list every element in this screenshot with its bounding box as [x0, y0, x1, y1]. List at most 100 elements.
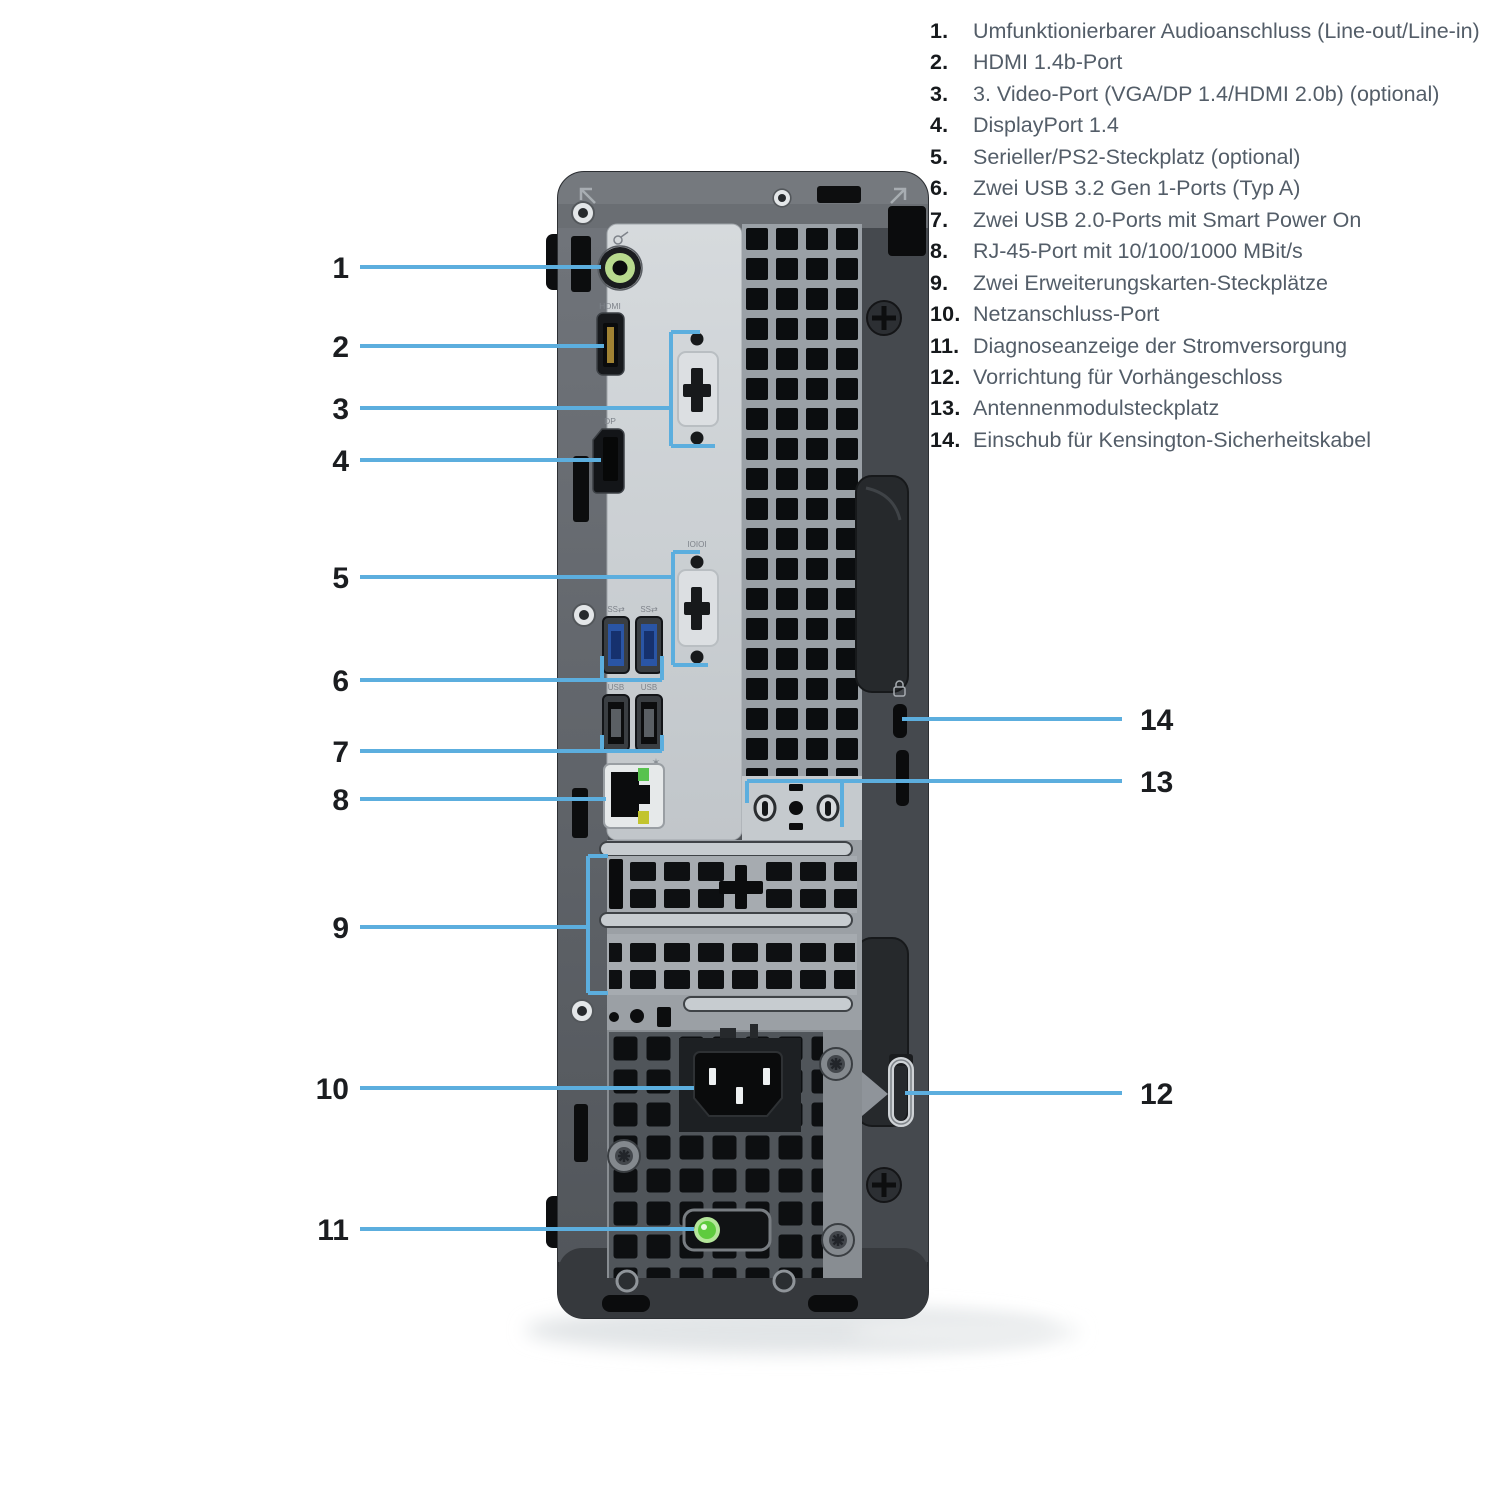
power-inlet [679, 1024, 801, 1132]
screw-hole [690, 431, 704, 445]
legend-row: 5.Serieller/PS2-Steckplatz (optional) [930, 142, 1490, 173]
legend-number: 1. [930, 19, 949, 43]
callout-number-6: 6 [332, 665, 349, 698]
legend-text: 3. Video-Port (VGA/DP 1.4/HDMI 2.0b) (op… [973, 81, 1440, 106]
legend-text: HDMI 1.4b-Port [973, 50, 1123, 75]
right-column-details [855, 206, 926, 1203]
legend-text: Antennenmodulsteckplatz [973, 396, 1220, 421]
callout-number-7: 7 [332, 736, 349, 769]
top-notch [817, 186, 861, 203]
inlet-clip [750, 1024, 758, 1040]
foot [602, 1295, 650, 1312]
callout-line-13 [745, 779, 1122, 827]
usb2-tongue [644, 709, 654, 737]
bottom-details [602, 1269, 858, 1312]
antenna-vent-dash [789, 823, 803, 830]
usb3-tongue [644, 631, 654, 659]
latch-wedge [862, 1072, 888, 1116]
led-dot [698, 1221, 716, 1239]
antenna-module-plate [753, 784, 840, 830]
legend-number: 3. [930, 81, 949, 106]
lock-icon [893, 686, 906, 697]
callout-number-13: 13 [1140, 766, 1173, 799]
screw [571, 201, 595, 225]
screw [570, 999, 594, 1023]
legend-text: Vorrichtung für Vorhängeschloss [973, 364, 1283, 389]
kensington-opening [893, 704, 907, 738]
legend-row: 1. Umfunktionierbarer Audioanschluss (Lin… [930, 16, 1490, 47]
screw-hole [615, 1269, 639, 1293]
legend-number: 7. [930, 207, 949, 232]
phillips-screw [866, 1167, 902, 1203]
legend-number: 4. [930, 113, 949, 138]
legend-text: RJ-45-Port mit 10/100/1000 MBit/s [973, 239, 1303, 264]
callout-number-9: 9 [332, 912, 349, 945]
legend-row: 8. RJ-45-Port mit 10/100/1000 MBit/s [930, 236, 1490, 267]
legend-text: Einschub für Kensington-Sicherheitskabel [973, 427, 1371, 452]
top-slot [888, 206, 926, 256]
line-out-icon [613, 235, 623, 245]
screw [572, 603, 596, 627]
legend-number: 13. [930, 396, 961, 421]
displayport: DP [592, 416, 625, 494]
lock-icon-shackle [895, 680, 904, 687]
strip-tab [574, 1104, 588, 1162]
legend-row: 14.Einschub für Kensington-Sicherheitska… [930, 425, 1490, 456]
slot1-perforation [626, 858, 724, 912]
legend-row: 6. Zwei USB 3.2 Gen 1-Ports (Typ A) [930, 173, 1490, 204]
foot [808, 1295, 858, 1312]
callout-number-2: 2 [332, 331, 349, 364]
callout-number-12: 12 [1140, 1078, 1173, 1111]
legend-row: 10.Netzanschluss-Port [930, 299, 1490, 330]
led-highlight [701, 1224, 707, 1230]
callout-line-7 [360, 735, 664, 753]
legend-number: 10. [930, 302, 961, 327]
legend-text: Umfunktionierbarer Audioanschluss (Line-… [973, 19, 1480, 43]
side-slot [896, 750, 909, 806]
kensington-slot [893, 680, 907, 738]
antenna-screw-slot [762, 801, 768, 816]
legend-number: 8. [930, 239, 949, 264]
legend-row: 7.Zwei USB 2.0-Ports mit Smart Power On [930, 205, 1490, 236]
dp-opening [603, 437, 618, 481]
callout-number-3: 3 [332, 393, 349, 426]
legend-text: DisplayPort 1.4 [973, 113, 1119, 138]
usb2-ports: USB USB [602, 683, 663, 752]
serial-label: IOIOI [687, 540, 706, 549]
antenna-screw-slot [825, 801, 831, 816]
legend-number: 5. [930, 144, 949, 169]
screw-hole [690, 650, 704, 664]
expansion-slots [599, 840, 862, 1030]
legend-number: 6. [930, 176, 949, 201]
vent-hole [630, 1009, 644, 1023]
strip-tab [572, 788, 588, 838]
legend-text: Zwei USB 3.2 Gen 1-Ports (Typ A) [973, 176, 1301, 201]
inlet-prong [709, 1068, 716, 1085]
callout-line-3 [360, 330, 715, 448]
screw-hole [690, 555, 704, 569]
vent-grid [742, 224, 862, 776]
release-arrow-icon [579, 187, 596, 204]
legend-row: 13. Antennenmodulsteckplatz [930, 393, 1490, 424]
phillips-screw [866, 300, 902, 336]
vent-hole [609, 1012, 619, 1022]
legend: 1. Umfunktionierbarer Audioanschluss (Lin… [930, 16, 1490, 456]
displayport-label: DP [604, 416, 616, 426]
serial-ps2-slot: IOIOI [677, 540, 719, 664]
legend-text: Diagnoseanzeige der Stromversorgung [973, 333, 1348, 358]
vent-hole [657, 1007, 671, 1027]
legend-row: 4. DisplayPort 1.4 [930, 110, 1490, 141]
legend-row: 12.Vorrichtung für Vorhängeschloss [930, 362, 1490, 393]
callout-number-1: 1 [332, 252, 349, 285]
psu-area [606, 1024, 862, 1278]
inlet-prong [736, 1087, 743, 1104]
callout-number-5: 5 [332, 562, 349, 595]
optional-video-port [677, 332, 719, 445]
legend-number: 9. [930, 270, 949, 295]
screw-hole [690, 332, 704, 346]
usb2-tongue [611, 709, 621, 737]
legend-row: 3. 3. Video-Port (VGA/DP 1.4/HDMI 2.0b) (… [930, 79, 1490, 110]
c14-socket [693, 1051, 783, 1117]
usb2-label: USB [641, 683, 657, 692]
